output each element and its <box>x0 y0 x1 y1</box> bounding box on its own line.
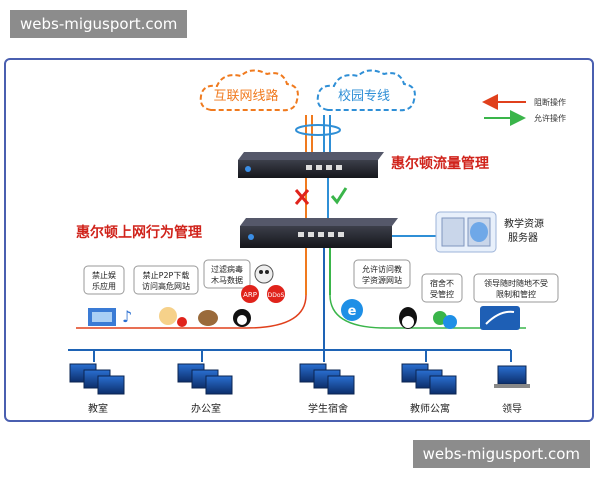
legend-block-label: 阻断操作 <box>534 97 566 107</box>
allowed-bubble: 领导随时随地不受 限制和管控 <box>473 273 559 303</box>
location-label: 领导 <box>502 402 522 415</box>
chat-app-icon <box>159 307 187 327</box>
pc-cluster-classroom <box>69 363 125 395</box>
svg-text:允许访问教: 允许访问教 <box>362 264 402 274</box>
svg-text:访问高危网站: 访问高危网站 <box>142 281 190 291</box>
traffic-management-label: 惠尔顿流量管理 <box>391 155 489 172</box>
diagram-frame: 互联网线路 校园专线 阻断操作 允许操作 惠尔顿流量管理 <box>4 58 594 422</box>
location-label: 教师公寓 <box>410 402 450 415</box>
legend: 阻断操作 允许操作 <box>482 94 566 126</box>
behavior-management-device <box>240 218 398 248</box>
network-diagram: 互联网线路 校园专线 阻断操作 允许操作 惠尔顿流量管理 <box>68 69 566 415</box>
campus-cloud-label: 校园专线 <box>338 88 390 104</box>
blocked-x-icon <box>294 189 310 205</box>
blocked-bubble: 禁止娱 乐应用 <box>83 265 125 295</box>
svg-text:学资源网站: 学资源网站 <box>362 275 402 285</box>
blocked-bubble: 过滤病毒 木马数据 <box>203 259 251 289</box>
allowed-check-icon <box>330 187 348 205</box>
svg-text:DDoS: DDoS <box>268 292 285 299</box>
game-app-icon <box>233 309 251 327</box>
device-links <box>305 178 329 220</box>
blocked-bubble: 禁止P2P下载 访问高危网站 <box>133 265 199 295</box>
leader-app-icon <box>480 306 520 330</box>
uplink-lines <box>295 115 341 155</box>
skull-icon <box>254 264 274 284</box>
trunk-lines <box>68 248 526 362</box>
traffic-management-device <box>238 152 384 178</box>
internet-cloud: 互联网线路 <box>199 69 299 112</box>
svg-text:禁止P2P下载: 禁止P2P下载 <box>143 270 190 280</box>
pc-cluster-leader <box>494 365 530 388</box>
legend-allow-label: 允许操作 <box>534 113 566 123</box>
ddos-badge: DDoS <box>267 285 285 303</box>
behavior-management-label: 惠尔顿上网行为管理 <box>76 224 202 241</box>
location-label: 学生宿舍 <box>308 402 348 415</box>
svg-text:乐应用: 乐应用 <box>92 281 116 291</box>
qq-icon <box>399 307 417 329</box>
svg-text:e: e <box>348 304 357 319</box>
messenger-icon <box>433 311 457 329</box>
svg-text:领导随时随地不受: 领导随时随地不受 <box>484 278 548 288</box>
campus-cloud: 校园专线 <box>316 69 416 112</box>
watermark-top: webs-migusport.com <box>10 10 188 38</box>
svg-text:限制和管控: 限制和管控 <box>496 289 536 299</box>
allowed-bubble: 允许访问教 学资源网站 <box>353 259 411 289</box>
pc-cluster-office <box>177 363 233 395</box>
server-label-line1: 教学资源 <box>504 217 544 230</box>
svg-text:受管控: 受管控 <box>430 289 454 299</box>
watermark-bottom: webs-migusport.com <box>412 440 590 468</box>
svg-text:过滤病毒: 过滤病毒 <box>211 264 243 274</box>
resource-server <box>392 211 497 253</box>
location-label: 教室 <box>88 402 108 415</box>
pc-cluster-teacher-apartment <box>401 363 457 395</box>
svg-text:木马数据: 木马数据 <box>211 275 243 285</box>
svg-text:禁止娱: 禁止娱 <box>92 270 116 280</box>
music-note-icon: ♪ <box>122 307 132 326</box>
svg-text:宿舍不: 宿舍不 <box>430 278 454 288</box>
location-label: 办公室 <box>191 402 221 415</box>
allowed-bubble: 宿舍不 受管控 <box>421 273 463 303</box>
video-app-icon <box>88 308 116 326</box>
arp-badge: ARP <box>241 285 259 303</box>
browser-icon: e <box>341 299 363 321</box>
p2p-download-icon <box>198 310 218 326</box>
pc-cluster-dormitory <box>299 363 355 395</box>
server-label-line2: 服务器 <box>508 231 538 244</box>
internet-cloud-label: 互联网线路 <box>213 88 278 104</box>
svg-text:ARP: ARP <box>243 291 257 299</box>
